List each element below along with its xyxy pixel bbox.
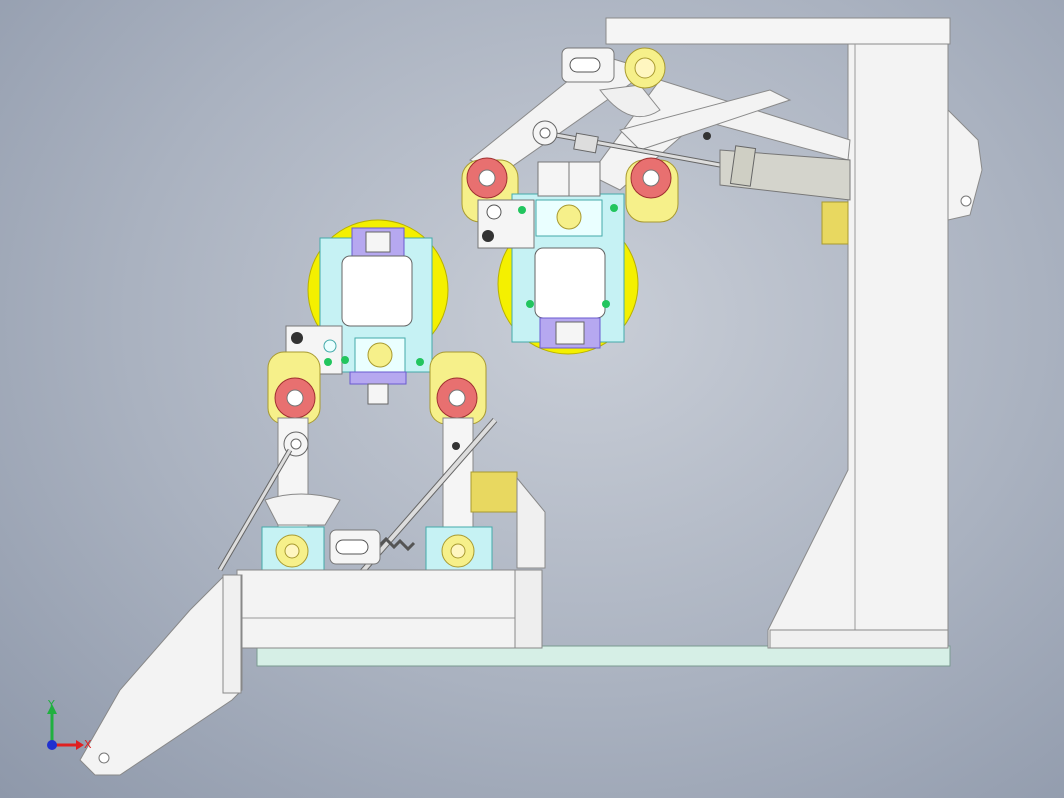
base-plate [256,645,951,667]
right-frame-side-bracket [947,108,983,221]
x-axis-label: X [84,738,92,751]
pivot-pin [960,195,972,207]
right-frame-column [767,19,949,649]
brass-bushing [821,201,849,245]
upper-arm-linkage [469,47,851,191]
y-axis-label: Y [47,698,55,711]
z-axis-dot [47,740,57,750]
pneumatic-cylinder-upper [532,120,851,201]
lower-curved-leg [79,574,243,776]
lower-mounts [261,526,493,576]
lower-base-frame [79,569,543,776]
lower-gripper-assembly [267,219,487,425]
right-frame-top-beam [605,17,951,45]
right-frame [605,17,983,649]
upper-gripper-assembly [461,157,679,355]
coordinate-triad: Y X [47,698,92,751]
lower-linkage [217,417,546,574]
